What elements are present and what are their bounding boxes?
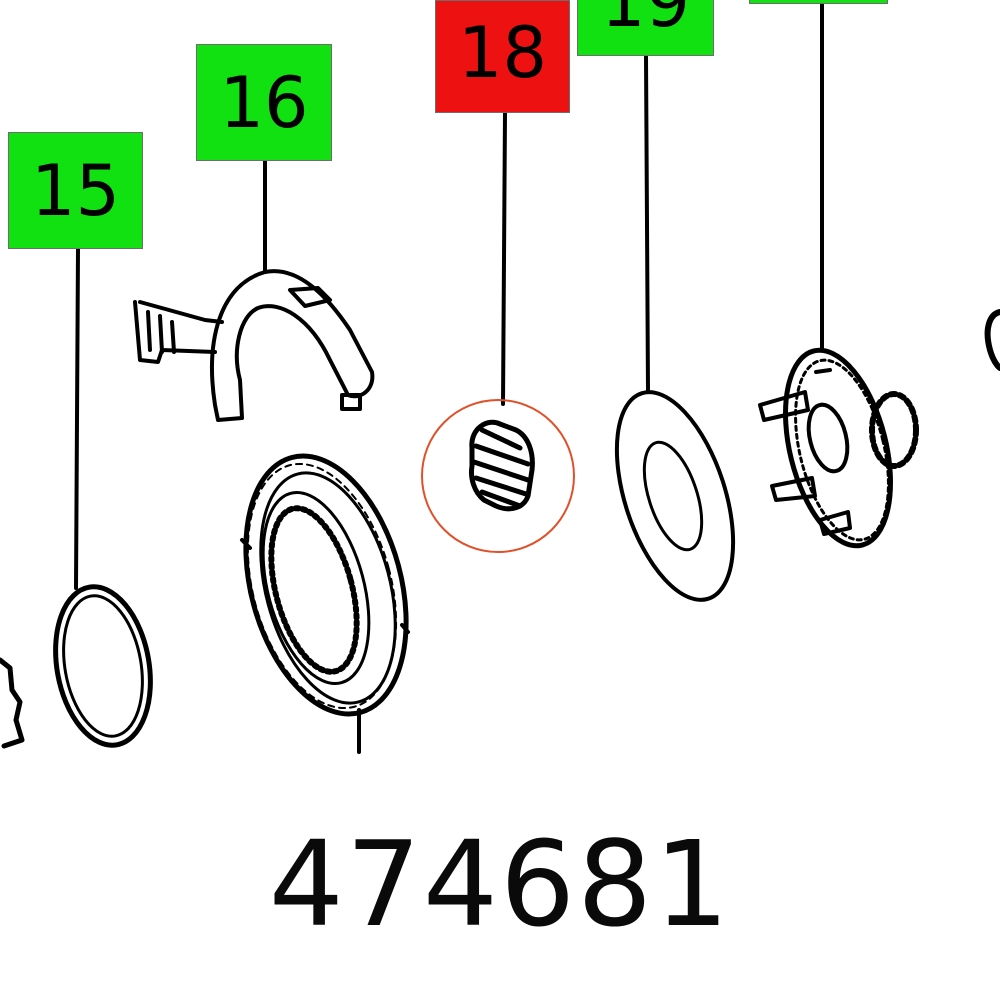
- callout-15[interactable]: 15: [8, 132, 143, 249]
- callout-19-label: 19: [600, 0, 691, 43]
- callout-16-label: 16: [219, 61, 309, 144]
- callout-18-label: 18: [457, 11, 548, 94]
- part-partial-right: [984, 309, 1000, 371]
- part-number: 474681: [268, 815, 732, 953]
- part-16-shift-fork[interactable]: [133, 269, 375, 422]
- part-15-o-ring[interactable]: [44, 579, 162, 753]
- part-20-planet-carrier[interactable]: [758, 339, 919, 556]
- callout-18[interactable]: 18: [435, 0, 570, 113]
- callout-19[interactable]: 19: [577, 0, 714, 56]
- selected-part-highlight: [421, 399, 575, 553]
- part-18-pinion-gear[interactable]: [469, 419, 535, 512]
- part-19-washer-plate[interactable]: [594, 378, 756, 614]
- callout-16[interactable]: 16: [196, 44, 332, 161]
- part-partial-left: [0, 657, 25, 749]
- part-synchro-ring[interactable]: [219, 438, 432, 732]
- leader-line-19: [644, 54, 650, 394]
- leader-line-15: [74, 247, 80, 590]
- leader-line-18: [501, 111, 507, 406]
- callout-20[interactable]: [749, 0, 888, 4]
- callout-15-label: 15: [30, 149, 121, 232]
